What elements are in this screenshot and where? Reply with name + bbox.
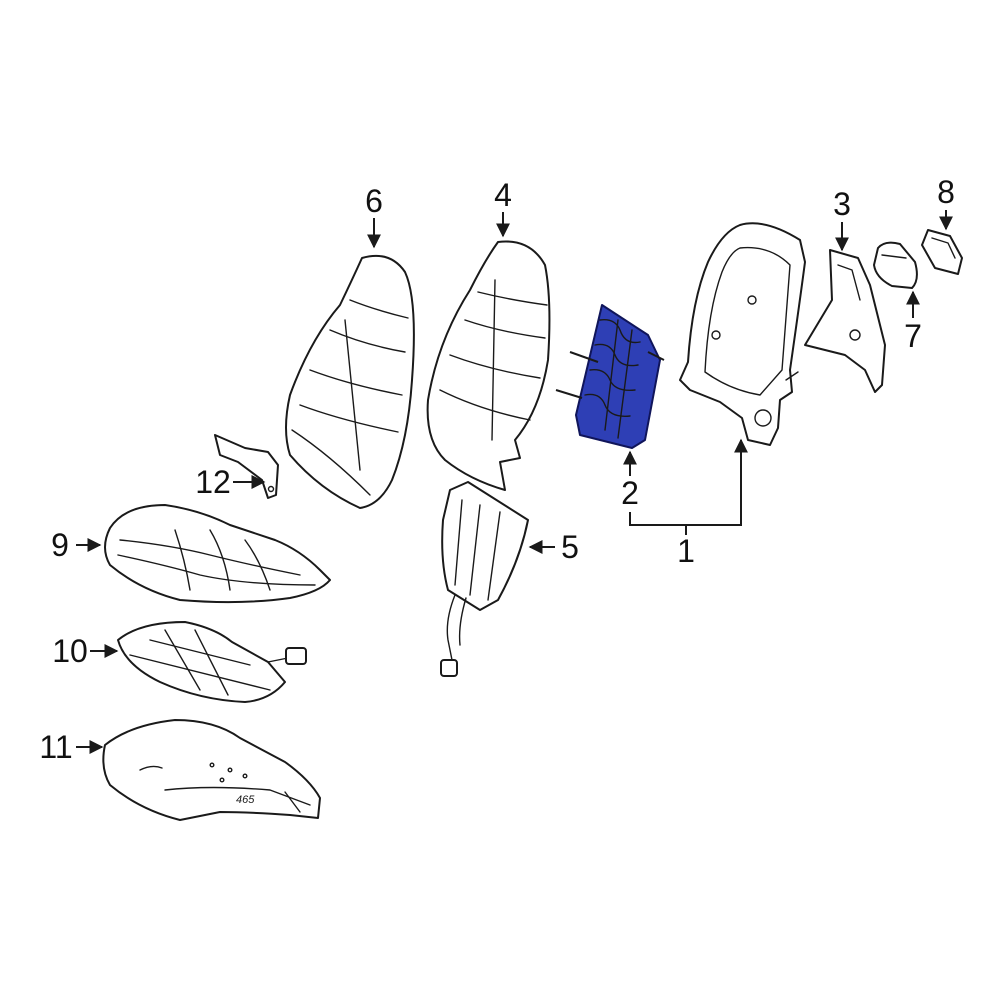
part-5-heater-element[interactable]: [440, 481, 529, 677]
callout-labels: 6 4 3 8 7 2 1 5 12 9 10 11: [39, 174, 955, 765]
callout-6: 6: [365, 183, 383, 219]
part-4-seatback-pad[interactable]: [426, 240, 551, 491]
callout-8: 8: [937, 174, 955, 210]
part-3-side-shield[interactable]: [804, 249, 886, 393]
part-9-cushion-cover[interactable]: [104, 504, 331, 604]
part-2-lumbar-support[interactable]: [555, 304, 665, 449]
callout-10: 10: [52, 633, 88, 669]
part-8-trim-bezel[interactable]: [921, 229, 963, 275]
part-6-seatback-cover[interactable]: [285, 254, 415, 509]
part-7-cap[interactable]: [873, 241, 918, 289]
part-11-cushion-pad[interactable]: 465: [102, 719, 321, 821]
callout-1: 1: [677, 533, 695, 569]
leader-lines: [76, 210, 953, 754]
callout-3: 3: [833, 186, 851, 222]
part-1-seatback-frame[interactable]: [679, 222, 806, 446]
part-12-bracket[interactable]: [214, 434, 279, 499]
callout-5: 5: [561, 529, 579, 565]
callout-9: 9: [51, 527, 69, 563]
callout-7: 7: [904, 318, 922, 354]
part-10-seat-heater[interactable]: [117, 621, 307, 703]
callout-2: 2: [621, 475, 639, 511]
part-11-stamp-text: 465: [236, 794, 255, 806]
callout-12: 12: [195, 464, 231, 500]
callout-4: 4: [494, 177, 512, 213]
callout-11: 11: [39, 729, 72, 765]
